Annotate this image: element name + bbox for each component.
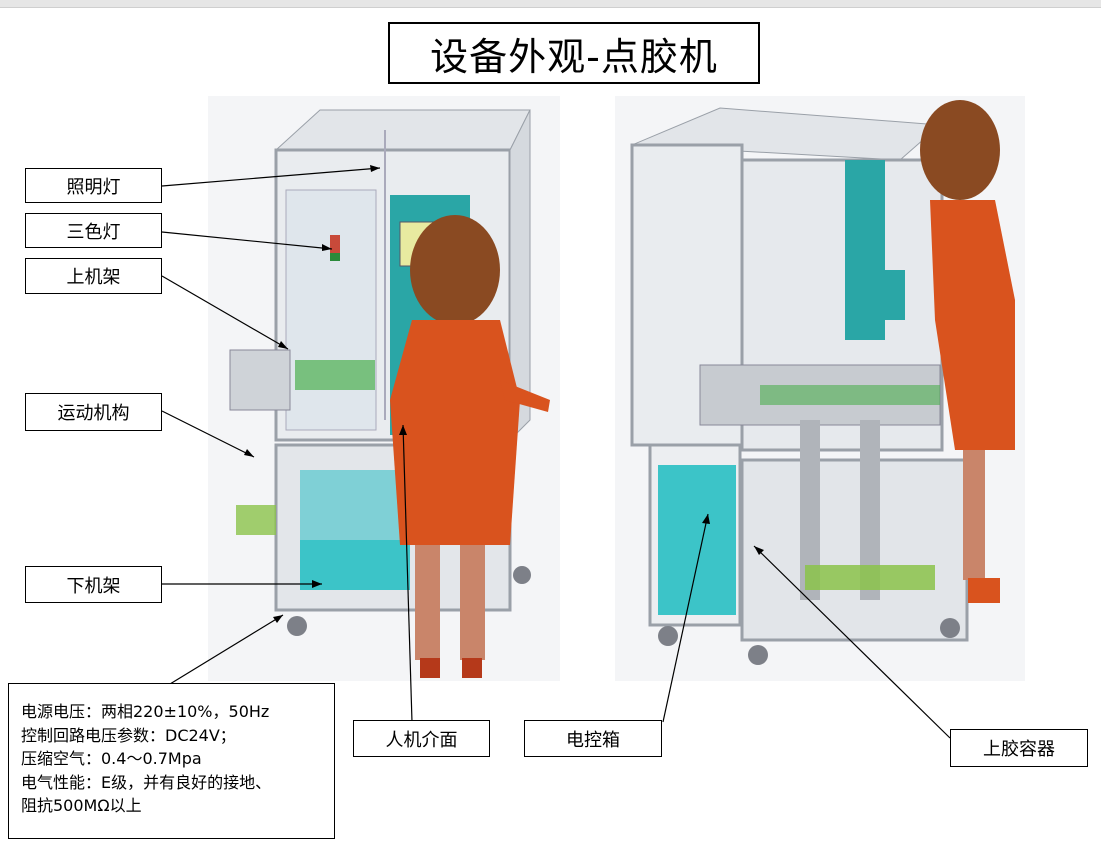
label-tricolor-light: 三色灯 (25, 213, 162, 248)
label-lower-frame: 下机架 (25, 566, 162, 603)
label-motion-mechanism: 运动机构 (25, 393, 162, 431)
top-toolbar-strip (0, 0, 1101, 8)
left-machine-image (208, 96, 560, 681)
spec-box: 电源电压：两相220±10%，50Hz 控制回路电压参数：DC24V； 压缩空气… (8, 683, 335, 839)
spec-line: 控制回路电压参数：DC24V； (21, 725, 236, 745)
spec-line: 压缩空气：0.4～0.7Mpa (21, 749, 202, 768)
spec-line: 电源电压：两相220±10%，50Hz (21, 702, 270, 721)
label-upper-frame: 上机架 (25, 258, 162, 294)
label-lighting: 照明灯 (25, 168, 162, 203)
slide-title: 设备外观-点胶机 (388, 22, 760, 84)
label-control-box: 电控箱 (524, 720, 662, 757)
leader-arrowheads (244, 165, 764, 623)
label-hmi: 人机介面 (353, 720, 490, 757)
label-glue-container: 上胶容器 (950, 729, 1088, 767)
spec-line: 阻抗500MΩ以上 (21, 796, 142, 815)
right-machine-image (615, 96, 1025, 681)
leader-lines (161, 167, 951, 739)
spec-line: 电气性能：E级，并有良好的接地、 (21, 772, 272, 792)
